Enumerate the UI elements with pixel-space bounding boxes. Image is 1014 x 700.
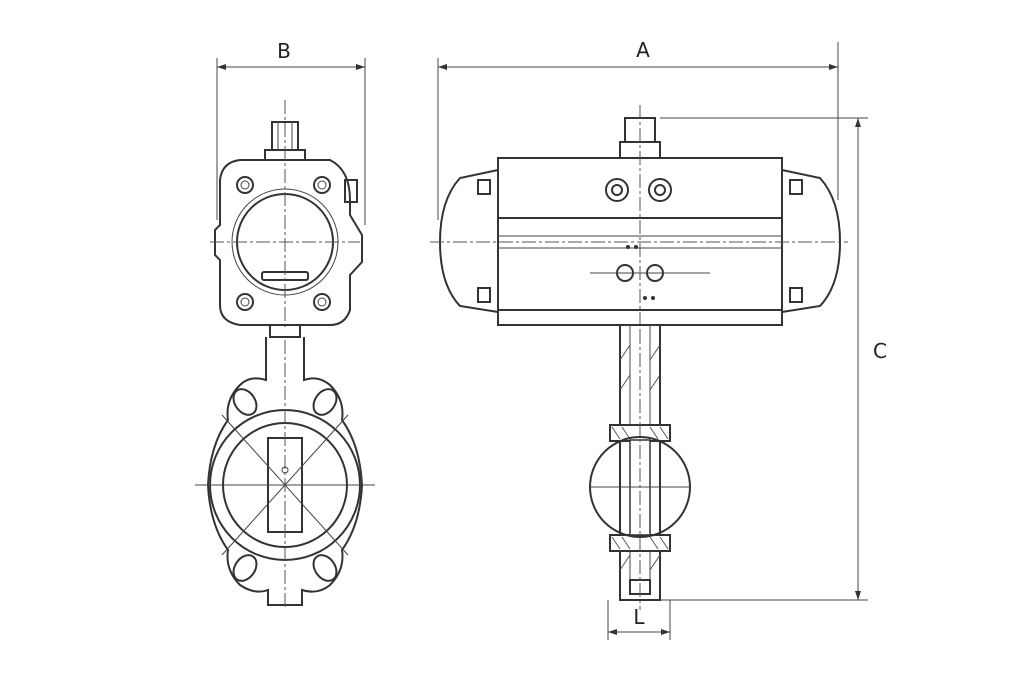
front-view-valve-stem [589, 324, 691, 610]
dimension-label-l: L [633, 605, 645, 629]
dimension-a: A [437, 38, 839, 220]
dimension-b: B [216, 39, 366, 225]
side-view-valve-body [195, 337, 375, 610]
dimension-label-c: C [873, 339, 887, 363]
dimension-label-a: A [636, 38, 650, 62]
front-view-actuator [430, 105, 848, 330]
dimension-c: C [660, 117, 887, 601]
bolt-icons [236, 176, 331, 311]
dimension-l: L [607, 600, 671, 640]
side-view-gearbox [210, 100, 363, 338]
dimension-label-b: B [277, 39, 291, 63]
section-hatching [619, 344, 661, 571]
